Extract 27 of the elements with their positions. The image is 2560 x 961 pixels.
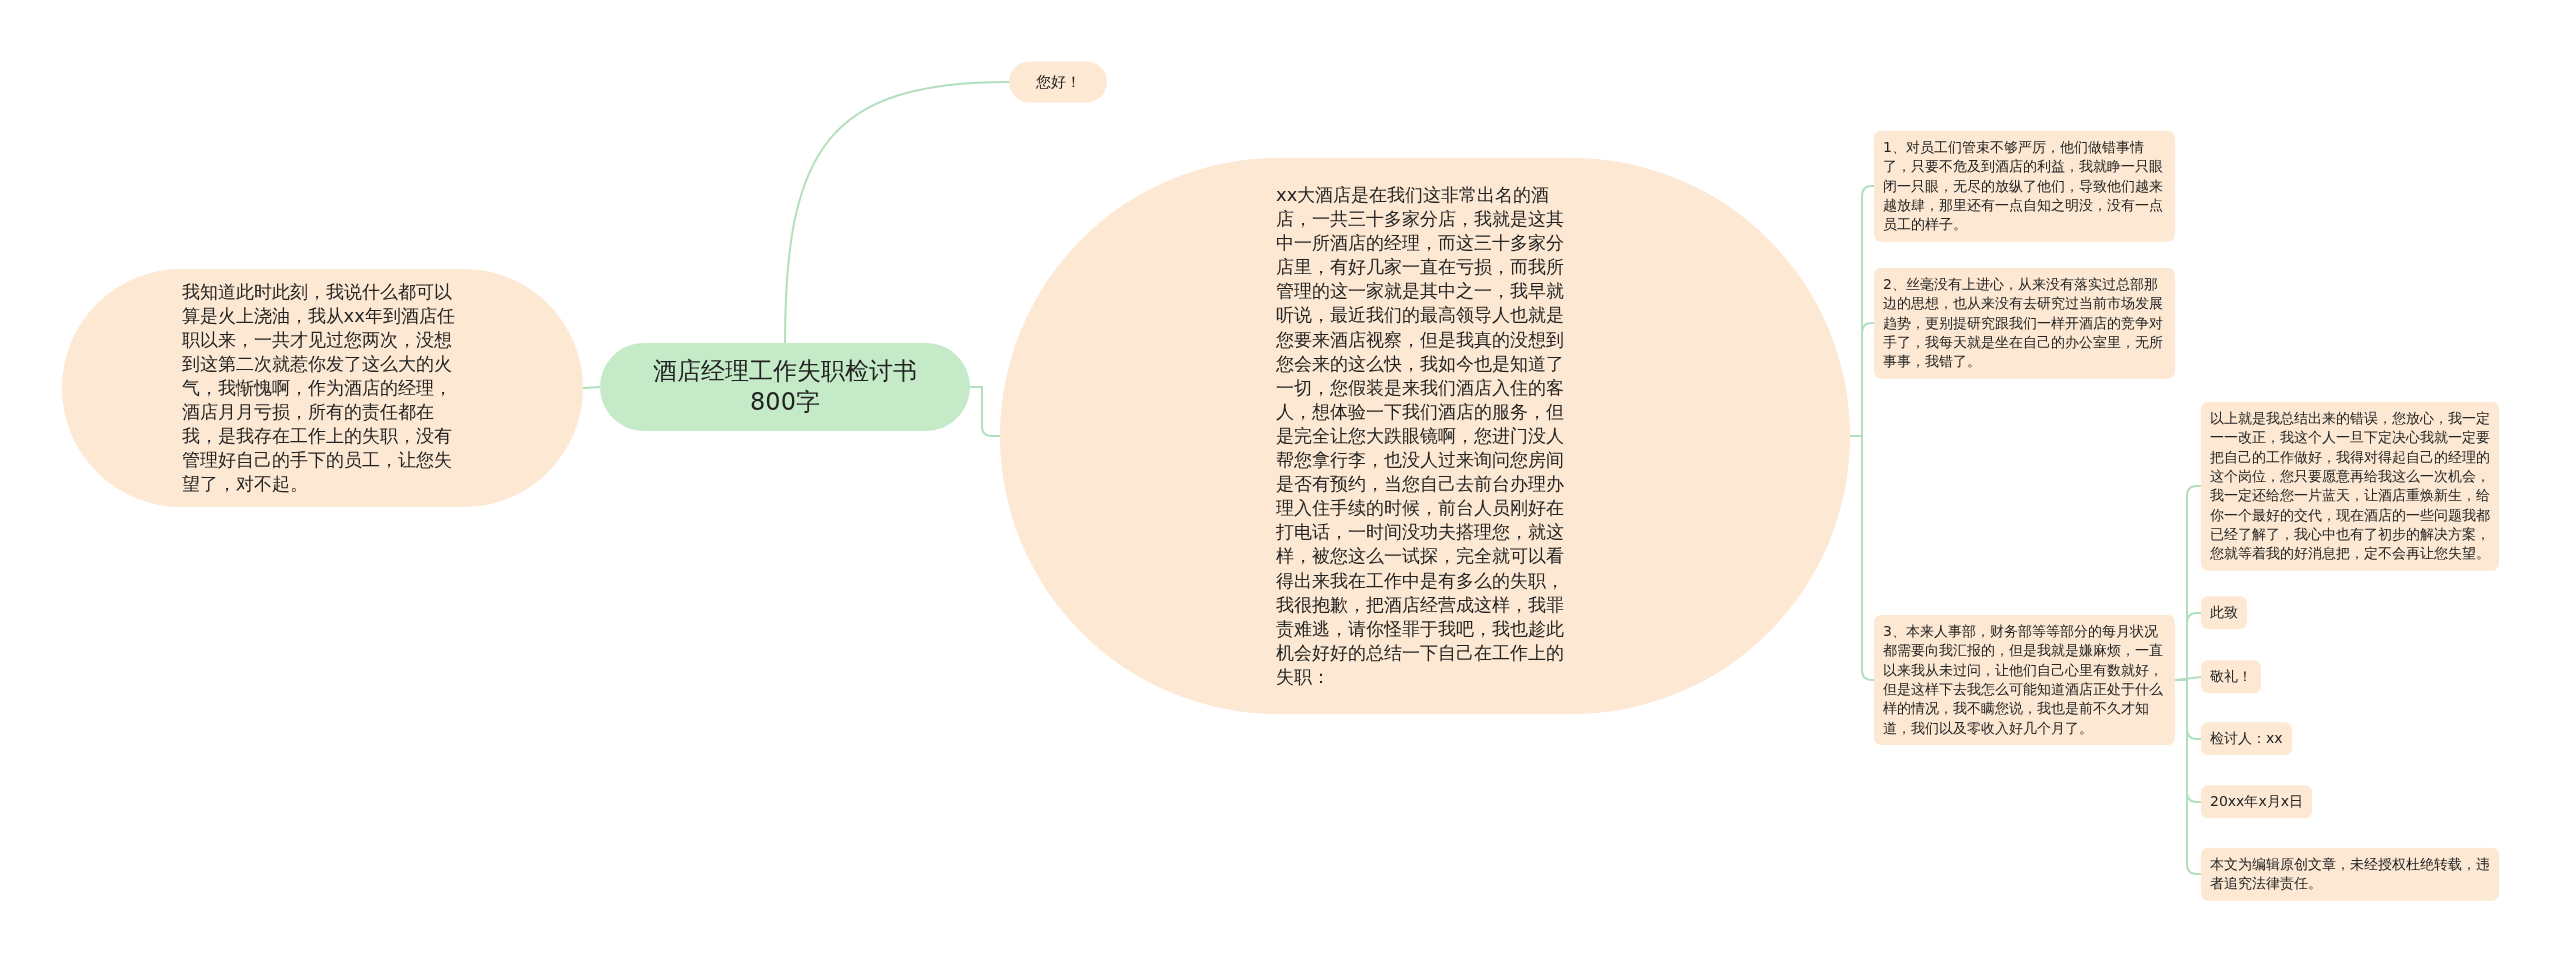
connector-line [969,386,1001,437]
topic-card [1874,615,2175,745]
topic-text: 我知道此时此刻，我说什么都可以算是火上浇油，我从xx年到酒店任职以来，一共才见过您两次，没想到这第二次就惹你发了这么大的火气，我惭愧啊，作为酒店的经理，酒店月月亏损，所有的责任都在我，是我存在工作上的失职，没有管理好自己的手下的员工，让您失望了，对不起。 [181,279,456,497]
connector-line [1849,435,1875,681]
connector-line [582,386,601,389]
topic-card [2201,660,2261,694]
topic-card [2201,847,2499,901]
topic-card [1874,267,2175,379]
topic-text: 酒店经理工作失职检讨书800字 [652,355,918,418]
topic-text: 2、丝毫没有上进心，从来没有落实过总部那边的思想，也从来没有去研究过当前市场发展趋势，更别提研究跟我们一样开酒店的竞争对手了，我每天就是坐在自己的办公室里，无所事事，我错了。 [1883,274,2164,371]
connector-line [2174,679,2202,875]
topic-text: xx大酒店是在我们这非常出名的酒店，一共三十多家分店，我就是这其中一所酒店的经理，而这三十多家分店里，有好几家一直在亏损，而我所管理的这一家就是其中之一，我早就听说，最近我们的最高领导人也就是您要来酒店视察，但是我真的没想到您会来的这么快，我如今也是知道了一切，您假装是来我们酒店入住的客人，想体验一下我们酒店的服务，但是完全让您大跌眼镜啊，您进门没人帮您拿行李，也没人过来询问您房间是否有预约，当您自己去前台办理办理入住手续的时候，前台人员刚好在打电话，一时间没功夫搭理您，就这样，被您这么一试探，完全就可以看得出来我在工作中是有多么的失职，我很抱歉，把酒店经营成这样，我罪责难逃，请你怪罪于我吧，我也趁此机会好好的总结一下自己在工作上的失职： [1276,182,1565,690]
topic-card [2201,722,2292,756]
topic-text: 检讨人：xx [2210,729,2283,749]
topic-card [2201,596,2247,630]
topic-text: 20xx年x月x日 [2210,792,2303,812]
topic-text: 以上就是我总结出来的错误，您放心，我一定一一改正，我这个人一旦下定决心我就一定要把自己的工作做好，我得对得起自己的经理的这个岗位，您只要愿意再给我这么一次机会，我一定还给您一片蓝天，让酒店重焕新生，给你一个最好的交代，现在酒店的一些问题我都已经了解了，我心中也有了初步的解决方案，您就等着我的好消息把，定不会再让您失望。 [2210,408,2490,563]
topic-text: 敬礼！ [2210,667,2252,687]
connector-line [784,81,1010,344]
topic-text: 此致 [2210,603,2238,623]
topic-text: 您好！ [1035,71,1081,93]
topic-text: 本文为编辑原创文章，未经授权杜绝转载，违者追究法律责任。 [2210,854,2490,893]
topic-pill [1009,61,1107,103]
topic-text: 1、对员工们管束不够严厉，他们做错事情了，只要不危及到酒店的利益，我就睁一只眼闭一只眼，无尽的放纵了他们，导致他们越来越放肆，那里还有一点自知之明没，没有一点员工的样子。 [1883,137,2164,234]
topic-card [1874,130,2175,242]
topic-card [2201,785,2312,819]
topic-text: 3、本来人事部，财务部等等部分的每月状况都需要向我汇报的，但是我就是嫌麻烦，一直以来我从未过问，让他们自己心里有数就好，但是这样下去我怎么可能知道酒店正处于什么样的情况，我不瞒您说，我也是前不久才知道，我们以及零收入好几个月了。 [1883,622,2164,738]
